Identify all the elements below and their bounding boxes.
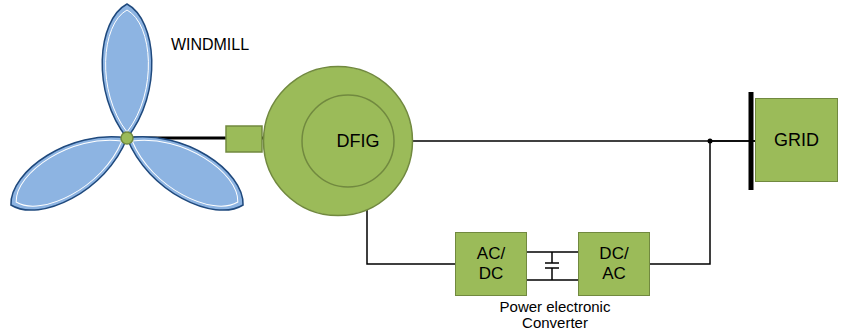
capacitor-lead (551, 268, 553, 280)
converter-label: Power electronic Converter (482, 299, 628, 331)
node-label: GRID (774, 130, 819, 151)
wire (413, 140, 756, 142)
blade-highlight (106, 10, 149, 132)
node-label: AC/ DC (469, 244, 513, 283)
windmill-label: WINDMILL (160, 36, 260, 54)
converter-box: DC/ AC (578, 232, 650, 296)
blade-highlight (5, 122, 132, 220)
capacitor-lead (551, 252, 553, 263)
stator-ring (264, 67, 413, 216)
node-label: DFIG (337, 131, 380, 152)
rotor-circle (302, 95, 394, 187)
wire (650, 141, 755, 264)
blade (102, 4, 152, 138)
capacitor-plate (545, 262, 559, 264)
node-label: DC/ AC (592, 244, 636, 283)
blade (0, 117, 139, 227)
wire (527, 251, 578, 253)
generator-circle: DFIG (262, 65, 414, 217)
wire (367, 210, 455, 264)
converter-box: AC/ DC (455, 232, 527, 296)
grid-box: GRID (755, 98, 838, 182)
hub (121, 132, 133, 144)
gearbox (226, 126, 262, 152)
